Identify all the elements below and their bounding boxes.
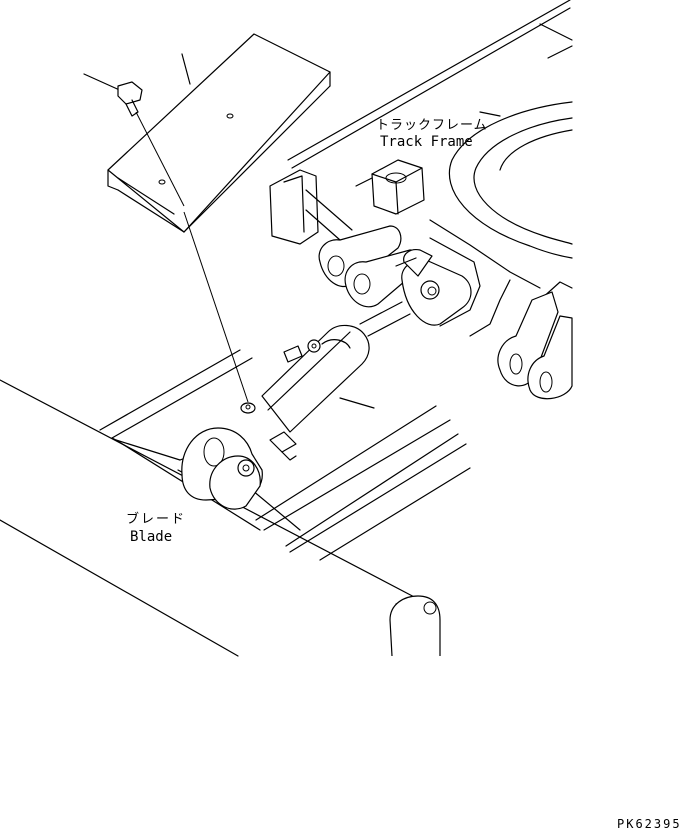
blade-jp-label: ブレード [126, 511, 186, 527]
track-frame-en-label: Track Frame [380, 134, 473, 150]
blade-assembly [0, 301, 471, 657]
label-track-frame: トラックフレーム Track Frame [376, 118, 488, 150]
blade-en-label: Blade [130, 529, 172, 545]
bolt [83, 73, 249, 403]
drawing-code: PK62395 [617, 817, 682, 830]
track-frame [269, 0, 573, 400]
cover-plate [107, 33, 331, 233]
track-frame-jp-label: トラックフレーム [376, 118, 488, 133]
label-blade: ブレード Blade [126, 511, 186, 545]
